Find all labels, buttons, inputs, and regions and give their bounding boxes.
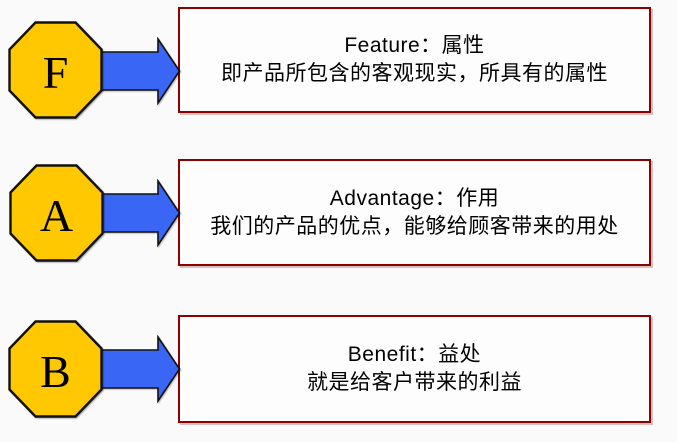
advantage-title: Advantage：作用 — [329, 186, 500, 210]
right-arrow-icon — [97, 37, 181, 105]
advantage-description: 我们的产品的优点，能够给顾客带来的用处 — [210, 214, 619, 238]
octagon-letter-f: F — [42, 46, 69, 98]
feature-description: 即产品所包含的客观现实，所具有的属性 — [221, 62, 608, 85]
octagon-feature: F — [8, 21, 103, 119]
octagon-benefit: B — [8, 320, 103, 418]
right-arrow-icon — [97, 179, 181, 247]
feature-title: Feature：属性 — [344, 34, 485, 57]
octagon-shape-icon — [8, 21, 103, 119]
octagon-shape-icon — [8, 320, 103, 418]
feature-box: Feature：属性 即产品所包含的客观现实，所具有的属性 — [178, 7, 651, 113]
benefit-title: Benefit：益处 — [347, 343, 482, 366]
right-arrow-icon — [97, 335, 181, 403]
octagon-letter-b: B — [40, 345, 71, 397]
octagon-advantage: A — [9, 164, 104, 262]
benefit-box: Benefit：益处 就是给客户带来的利益 — [178, 315, 651, 423]
advantage-box: Advantage：作用 我们的产品的优点，能够给顾客带来的用处 — [178, 159, 651, 266]
octagon-shape-icon — [9, 164, 104, 262]
octagon-letter-a: A — [39, 189, 74, 241]
benefit-description: 就是给客户带来的利益 — [307, 371, 522, 394]
